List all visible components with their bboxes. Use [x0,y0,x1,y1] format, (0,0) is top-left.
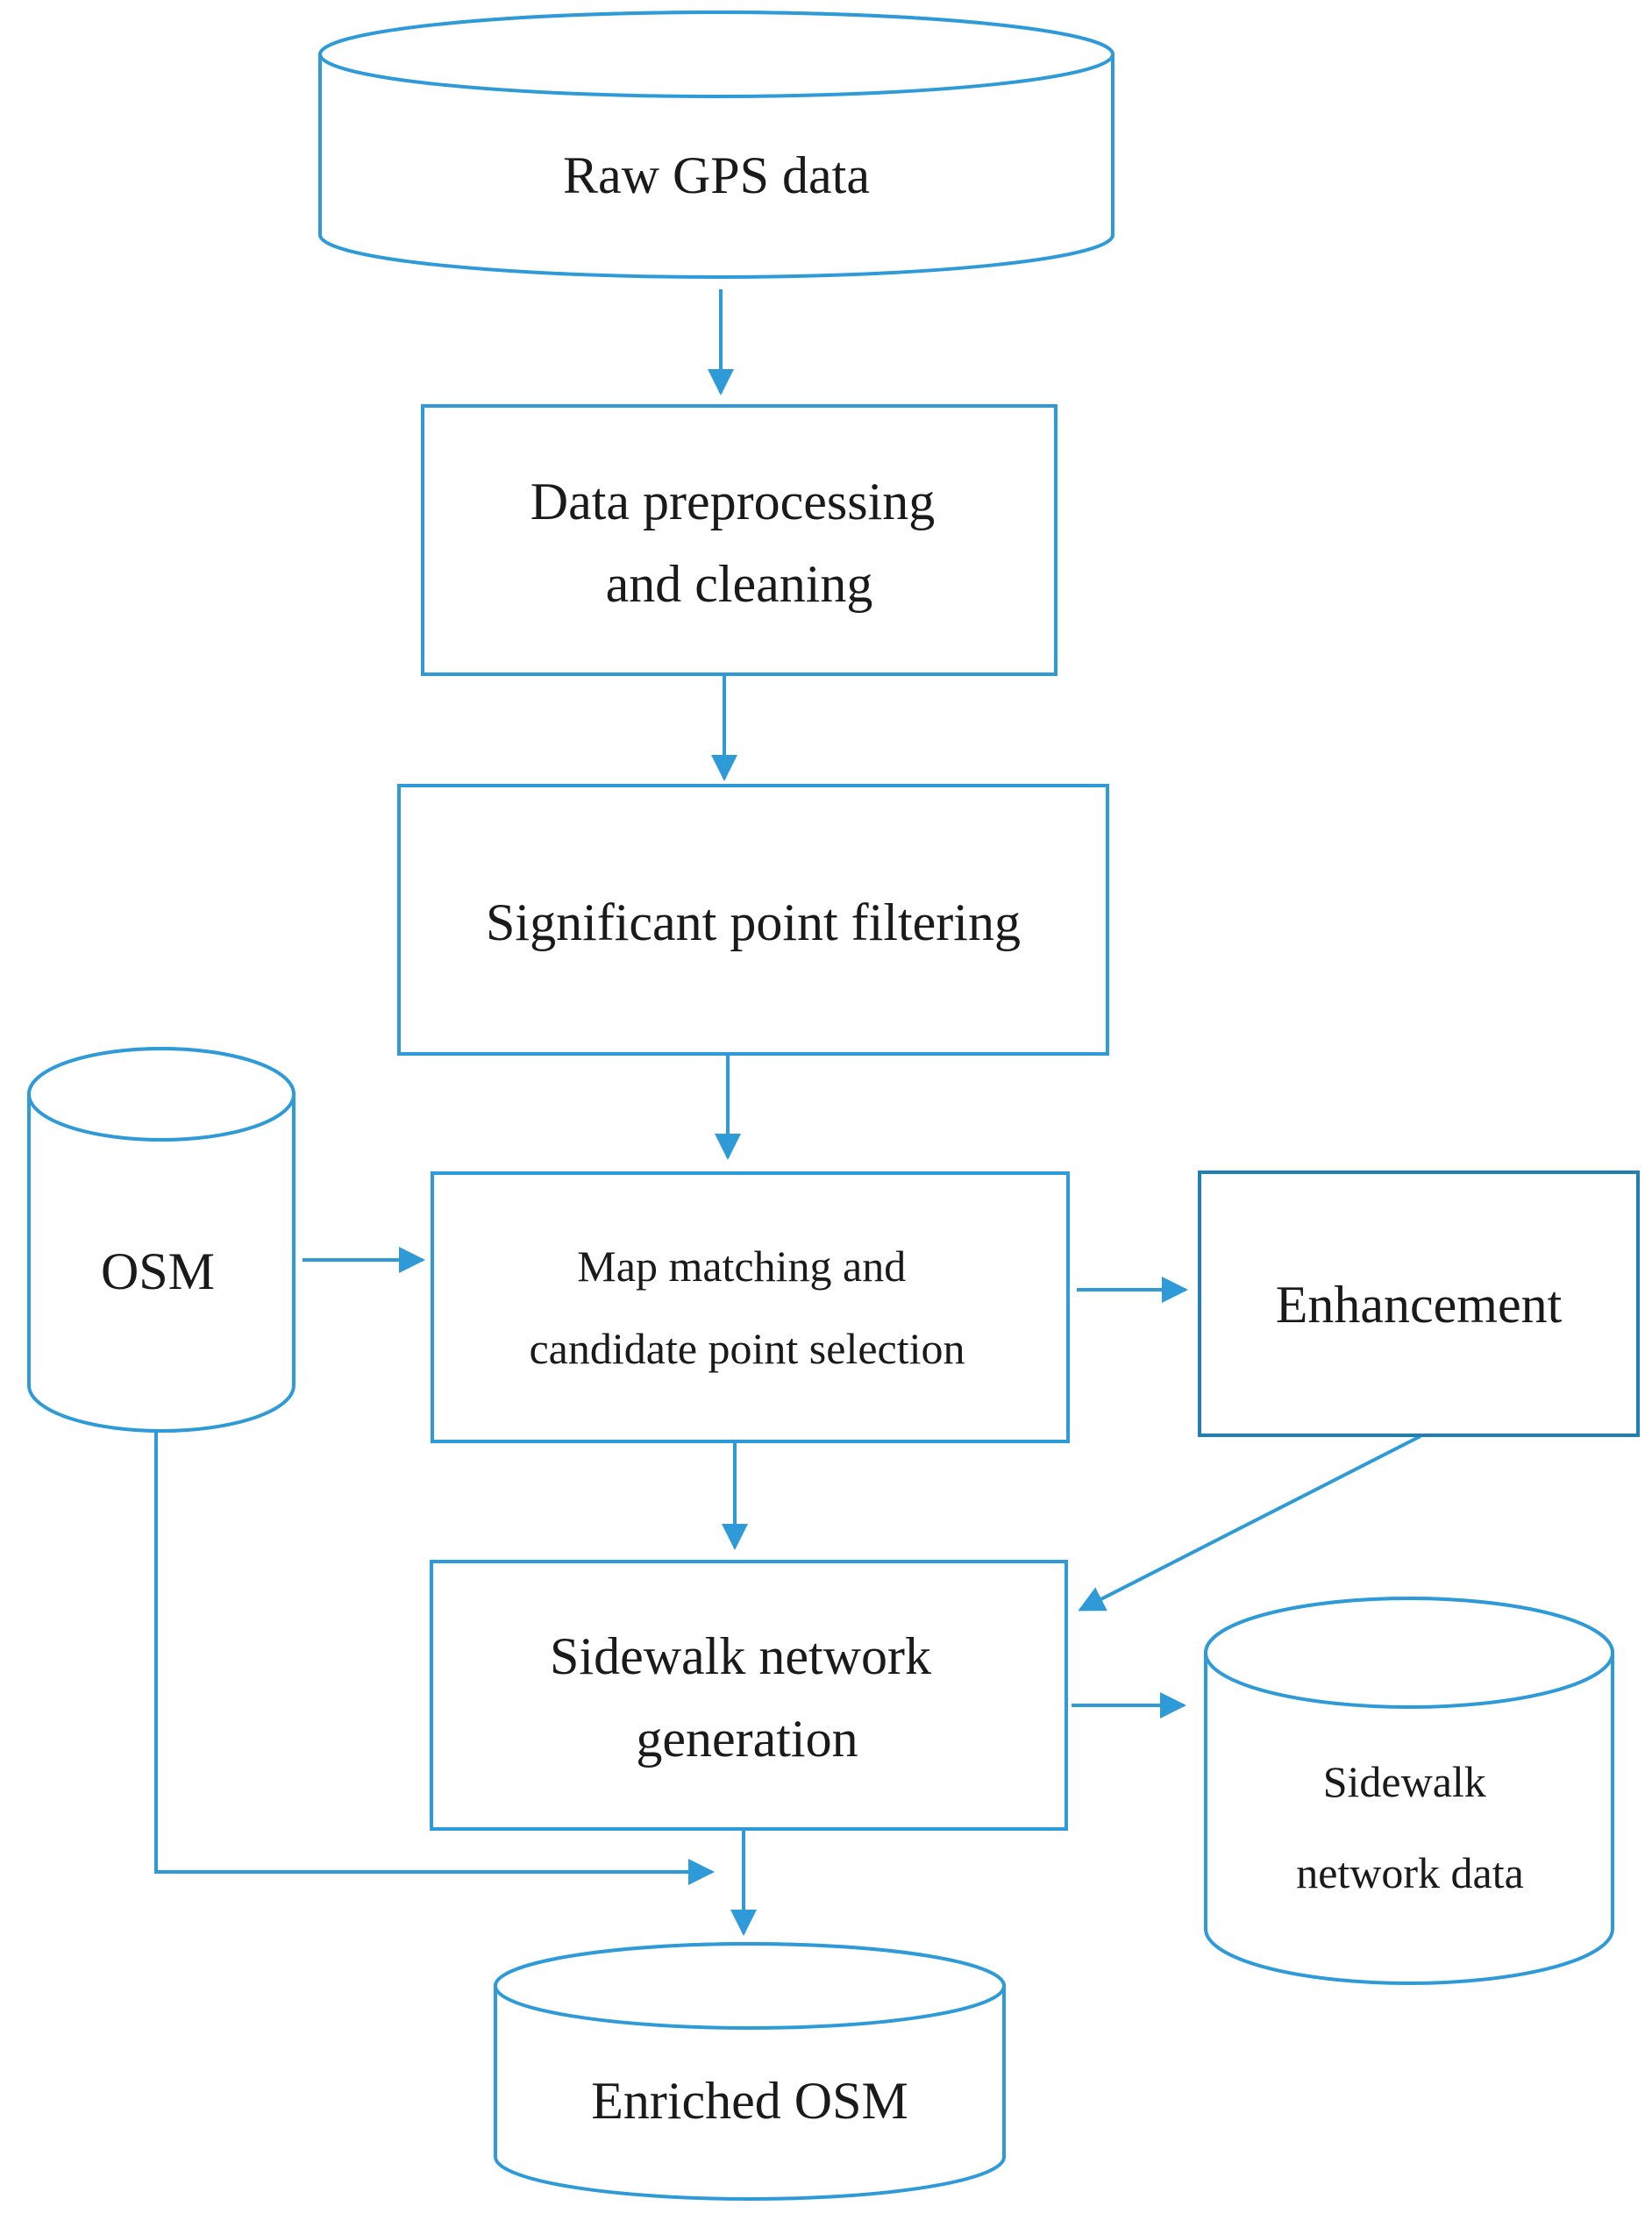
cylinder-top [318,11,1114,98]
node-label-line: Enriched OSM [591,2072,908,2130]
node-label-line: Raw GPS data [563,146,870,204]
process-box [431,1171,1070,1443]
node-label: Sidewalk network data [1296,1757,1524,1897]
node-label-line: and cleaning [606,555,873,613]
cylinder-top [27,1047,296,1142]
node-label: Significant point filtering [486,893,1021,951]
process-box [430,1560,1068,1831]
node-label-line: Sidewalk [1323,1757,1486,1806]
node-label: Map matching and candidate point selecti… [529,1242,965,1373]
node-label-line: Sidewalk network [550,1627,931,1685]
node-map-matching: Map matching and candidate point selecti… [431,1171,1070,1443]
cylinder-top [1204,1597,1614,1709]
node-label-line: candidate point selection [529,1324,965,1373]
node-label-line: Significant point filtering [486,893,1021,951]
node-osm: OSM [27,1047,296,1433]
node-label-line: generation [636,1710,858,1768]
cylinder-top [494,1942,1006,2030]
process-box [421,404,1057,676]
node-label-line: Data preprocessing [530,473,935,530]
node-label: OSM [101,1242,215,1300]
node-significant-point-filtering: Significant point filtering [397,784,1109,1056]
node-raw-gps-data: Raw GPS data [318,11,1114,279]
node-data-preprocessing: Data preprocessing and cleaning [421,404,1057,676]
node-enhancement: Enhancement [1198,1171,1640,1437]
process-box [397,784,1109,1056]
process-box [1198,1171,1640,1437]
node-enriched-osm: Enriched OSM [494,1942,1006,2201]
node-label: Sidewalk network generation [550,1627,944,1768]
node-label: Data preprocessing and cleaning [530,473,948,613]
node-sidewalk-network-generation: Sidewalk network generation [430,1560,1068,1831]
node-sidewalk-network-data: Sidewalk network data [1204,1597,1614,1985]
edge-enhancement-to-sidewalk-generation [1078,1434,1421,1612]
node-label-line: Enhancement [1276,1276,1563,1334]
node-label-line: OSM [101,1242,215,1300]
node-label: Enhancement [1276,1276,1563,1334]
node-label: Raw GPS data [563,146,870,204]
node-label: Enriched OSM [591,2072,908,2130]
edge-osm-to-enriched-osm [154,1431,715,1885]
node-label-line: Map matching and [577,1242,906,1291]
edges [154,289,1421,1936]
node-label-line: network data [1296,1848,1524,1897]
